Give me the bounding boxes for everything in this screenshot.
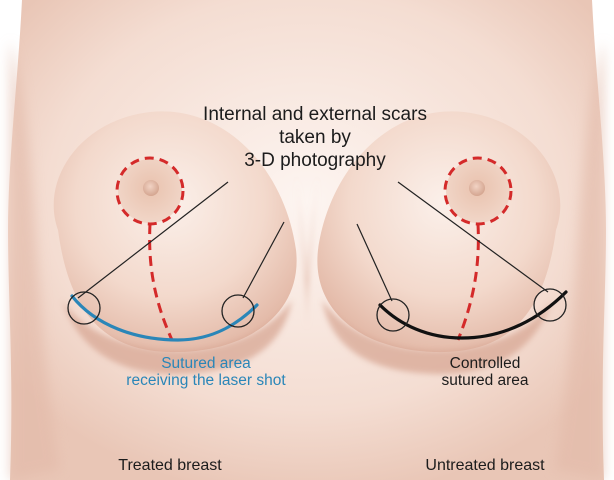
title-line-2: taken by	[150, 126, 480, 149]
treated-breast-caption: Treated breast	[80, 457, 260, 475]
laser-area-annotation: Sutured area receiving the laser shot	[96, 355, 316, 390]
laser-area-line-1: Sutured area	[96, 355, 316, 372]
untreated-breast-caption: Untreated breast	[385, 457, 585, 475]
title-annotation: Internal and external scars taken by 3-D…	[150, 103, 480, 172]
laser-area-line-2: receiving the laser shot	[96, 372, 316, 389]
title-line-3: 3-D photography	[150, 149, 480, 172]
control-area-line-2: sutured area	[410, 372, 560, 389]
right-nipple	[469, 180, 485, 196]
control-area-line-1: Controlled	[410, 355, 560, 372]
control-area-annotation: Controlled sutured area	[410, 355, 560, 390]
title-line-1: Internal and external scars	[150, 103, 480, 126]
left-nipple	[143, 180, 159, 196]
